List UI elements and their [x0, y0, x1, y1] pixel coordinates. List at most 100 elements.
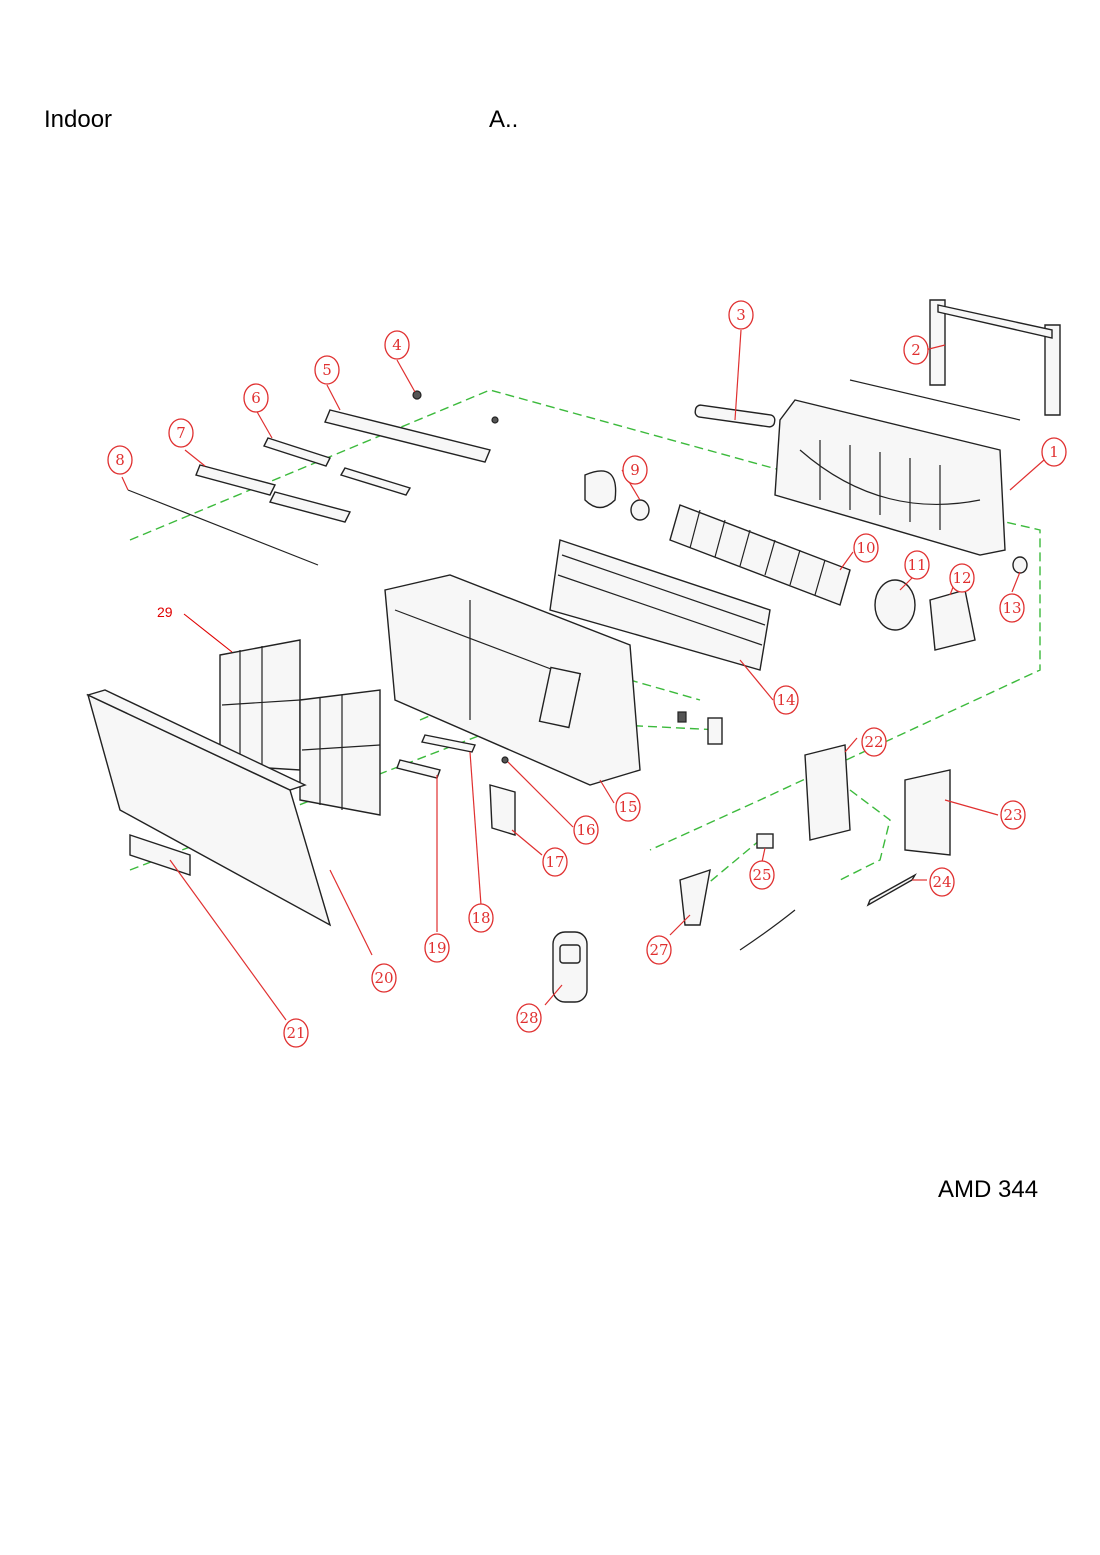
part-terminal [756, 833, 774, 849]
part-screw-16 [501, 756, 509, 764]
callout-ring [622, 455, 648, 485]
callout-ring [615, 792, 641, 822]
callout-25: 25 [749, 860, 775, 890]
callout-number: 28 [519, 1009, 538, 1027]
callout-ring [384, 330, 410, 360]
callout-ring [773, 685, 799, 715]
callout-number: 19 [427, 939, 446, 957]
callout-number: 16 [576, 821, 595, 839]
callout-21: 21 [283, 1018, 309, 1048]
callout-number: 25 [752, 866, 771, 884]
callout-7: 7 [168, 418, 194, 448]
callout-number: 24 [932, 873, 951, 891]
callout-ring [1041, 437, 1067, 467]
part-motor-housing [874, 579, 916, 631]
callout-29-label: 29 [157, 604, 173, 620]
part-rubber-ring [1012, 556, 1028, 574]
callout-number: 17 [545, 853, 564, 871]
callout-ring [424, 933, 450, 963]
part-remote-control [552, 931, 588, 1003]
callout-ring [542, 847, 568, 877]
callout-ring [949, 563, 975, 593]
callout-number: 7 [176, 424, 186, 442]
callout-ring [243, 383, 269, 413]
part-filter-left [219, 639, 301, 771]
part-small-screw [491, 416, 499, 424]
callout-11: 11 [904, 550, 930, 580]
callout-8: 8 [107, 445, 133, 475]
callout-number: 18 [471, 909, 490, 927]
callout-ring [853, 533, 879, 563]
callout-number: 14 [776, 691, 795, 709]
callout-16: 16 [573, 815, 599, 845]
callout-ring [904, 550, 930, 580]
part-fan-motor [929, 589, 976, 651]
part-link-bar [339, 467, 412, 496]
part-display-panel [396, 759, 441, 779]
part-vane-set-upper [195, 464, 277, 496]
callout-28: 28 [516, 1003, 542, 1033]
part-display-window [129, 834, 191, 876]
callout-number: 13 [1002, 599, 1021, 617]
part-motor-bracket [263, 437, 331, 467]
callout-ring [168, 418, 194, 448]
part-display-board [489, 784, 516, 836]
callout-ring [728, 300, 754, 330]
callout-number: 22 [864, 733, 883, 751]
callout-ring [283, 1018, 309, 1048]
page-title-indoor: Indoor [44, 106, 113, 133]
part-front-body [384, 574, 641, 786]
callout-ring [749, 860, 775, 890]
callout-number: 2 [911, 341, 921, 359]
callout-ring [107, 445, 133, 475]
part-clip [677, 711, 687, 723]
page-title-model-series: A.. [489, 106, 519, 133]
callout-number: 21 [286, 1024, 305, 1042]
part-mounting-plate [929, 299, 1061, 416]
callout-ring [516, 1003, 542, 1033]
callout-ring [468, 903, 494, 933]
callout-number: 5 [322, 361, 332, 379]
callout-23: 23 [1000, 800, 1026, 830]
callout-group: 1234567891011121314151617181920212223242… [107, 300, 1067, 1048]
callout-ring [903, 335, 929, 365]
callout-number: 9 [630, 461, 640, 479]
callout-2: 2 [903, 335, 929, 365]
callout-number: 27 [649, 941, 668, 959]
part-bearing-holder [584, 470, 617, 509]
part-cable-clamp [866, 873, 917, 907]
callout-number: 10 [856, 539, 875, 557]
part-top-strip [849, 379, 1021, 421]
callout-6: 6 [243, 383, 269, 413]
callout-1: 1 [1041, 437, 1067, 467]
callout-27: 27 [646, 935, 672, 965]
callout-15: 15 [615, 792, 641, 822]
callout-13: 13 [999, 593, 1025, 623]
callout-number: 20 [374, 969, 393, 987]
callout-ring [573, 815, 599, 845]
callout-ring [314, 355, 340, 385]
callout-3: 3 [728, 300, 754, 330]
callout-number: 8 [115, 451, 125, 469]
part-bearing [630, 499, 650, 521]
callout-4: 4 [384, 330, 410, 360]
callout-number: 12 [952, 569, 971, 587]
part-control-box [804, 744, 851, 841]
callout-14: 14 [773, 685, 799, 715]
part-swing-rod [127, 489, 319, 566]
callout-number: 6 [251, 389, 261, 407]
callout-19: 19 [424, 933, 450, 963]
part-sensor-holder [679, 868, 711, 926]
part-filter-right [299, 689, 381, 816]
callout-9: 9 [622, 455, 648, 485]
callout-number: 4 [392, 336, 402, 354]
callout-number: 1 [1049, 443, 1059, 461]
part-control-cover [904, 769, 951, 856]
callout-ring [861, 727, 887, 757]
part-evaporator [549, 539, 771, 671]
model-number: AMD 344 [938, 1176, 1039, 1203]
callout-ring [929, 867, 955, 897]
callout-ring [1000, 800, 1026, 830]
part-vane-set-lower [268, 491, 352, 523]
part-louver-bar [324, 409, 491, 463]
